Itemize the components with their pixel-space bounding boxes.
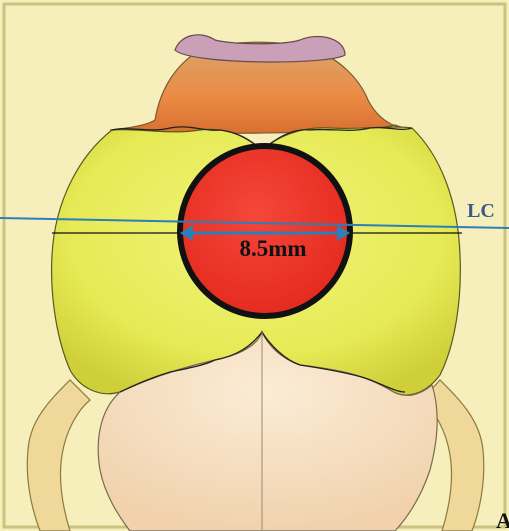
craniotomy-circle [180, 146, 350, 316]
panel-letter: A [496, 508, 509, 531]
lc-label: LC [467, 200, 495, 222]
measurement-label: 8.5mm [239, 236, 306, 261]
